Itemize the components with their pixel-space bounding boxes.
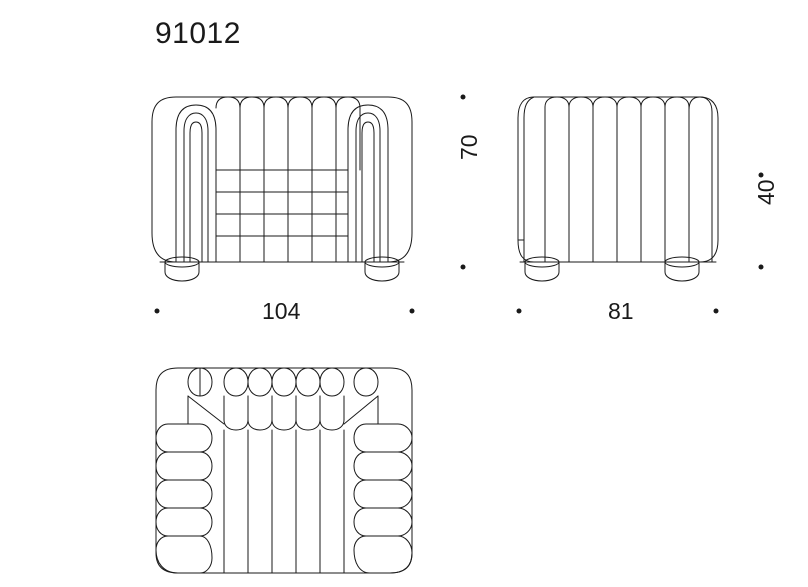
front-elevation-view — [151, 96, 413, 282]
front-seat-channels — [215, 169, 349, 237]
side-channels — [544, 96, 713, 263]
dim-dot-height-top — [460, 94, 466, 100]
dimension-markers — [154, 94, 764, 314]
dimension-label-height: 70 — [456, 134, 482, 160]
front-backrest-channels — [215, 96, 361, 171]
product-code-label: 91012 — [155, 17, 241, 50]
top-backrest-channels — [187, 367, 379, 397]
top-left-corner-diagonal — [187, 395, 225, 425]
top-backrest-channels-row2 — [223, 395, 345, 431]
side-elevation-view — [517, 96, 719, 282]
side-body-outline — [517, 96, 719, 263]
side-feet — [524, 256, 700, 282]
side-back-panel — [523, 96, 535, 263]
top-left-arm-pads — [155, 395, 213, 574]
top-body-outline — [155, 367, 413, 574]
front-feet — [164, 256, 400, 282]
dim-dot-depth-left — [516, 308, 522, 314]
front-right-arm-inner-2 — [361, 121, 375, 263]
dim-dot-width-left — [154, 308, 160, 314]
front-seat-verticals — [239, 169, 337, 263]
dim-dot-seat-height-bottom — [758, 264, 764, 270]
front-body-outline — [151, 96, 413, 263]
top-seat-channels — [247, 429, 321, 574]
dim-dot-height-bottom — [460, 264, 466, 270]
top-plan-view — [155, 367, 413, 574]
dimension-label-width: 104 — [262, 298, 301, 324]
top-right-corner-diagonal — [343, 395, 379, 425]
front-right-arm-outline — [347, 104, 389, 263]
top-right-arm-pads — [353, 395, 413, 574]
front-left-arm-inner-1 — [183, 112, 209, 263]
front-right-arm-inner-1 — [355, 112, 381, 263]
dimension-label-depth: 81 — [608, 298, 634, 324]
dimension-label-seat-height: 40 — [753, 179, 779, 205]
dim-dot-seat-height-top — [758, 172, 764, 178]
dim-dot-depth-right — [713, 308, 719, 314]
dim-dot-width-right — [409, 308, 415, 314]
front-left-arm-inner-2 — [189, 121, 203, 263]
front-left-arm-outline — [175, 104, 217, 263]
